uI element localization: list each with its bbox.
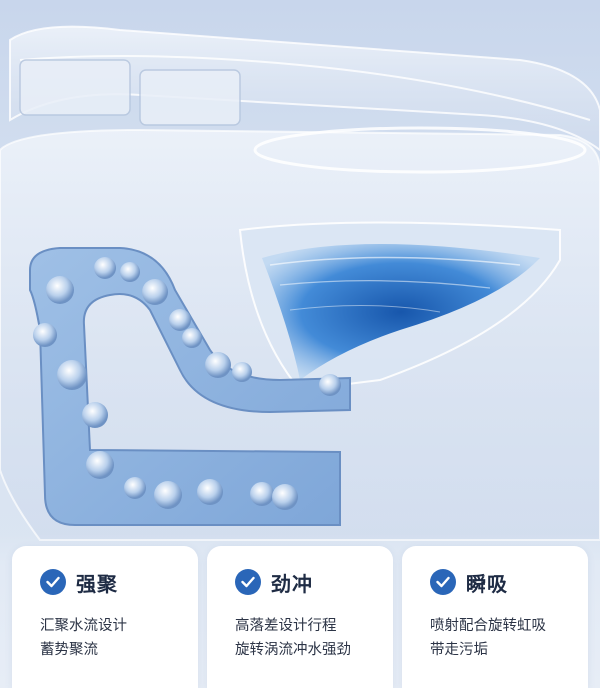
lid-edge-line: [19, 55, 591, 121]
feature-card-powerful-flush: 劲冲 高落差设计行程 旋转涡流冲水强劲: [207, 546, 393, 688]
feature-title: 劲冲: [271, 571, 313, 596]
feature-title: 瞬吸: [466, 571, 508, 596]
bubble: [94, 257, 116, 279]
feature-card-strong-gather: 强聚 汇聚水流设计 蓄势聚流: [12, 546, 198, 688]
feature-description: 高落差设计行程 旋转涡流冲水强劲: [235, 614, 385, 662]
bubble: [82, 402, 108, 428]
feature-desc-line: 带走污垢: [430, 642, 488, 658]
check-circle-icon: [40, 569, 66, 595]
bubble: [124, 477, 146, 499]
feature-card-header: 强聚: [40, 568, 118, 596]
feature-desc-line: 蓄势聚流: [40, 642, 98, 658]
bubble: [142, 279, 168, 305]
feature-desc-line: 高落差设计行程: [235, 618, 337, 634]
feature-desc-line: 喷射配合旋转虹吸: [430, 618, 546, 634]
check-circle-icon: [430, 569, 456, 595]
feature-description: 喷射配合旋转虹吸 带走污垢: [430, 614, 580, 662]
bubble: [154, 481, 182, 509]
toilet-transparent-graphic: [0, 25, 600, 541]
swirl-line-1: [269, 256, 521, 266]
feature-description: 汇聚水流设计 蓄势聚流: [40, 614, 190, 662]
control-module-right: [139, 69, 241, 126]
feature-title: 强聚: [76, 571, 118, 596]
bubble: [205, 352, 231, 378]
bubble: [250, 482, 274, 506]
feature-card-instant-suction: 瞬吸 喷射配合旋转虹吸 带走污垢: [402, 546, 588, 688]
feature-card-header: 劲冲: [235, 568, 313, 596]
bubble: [46, 276, 74, 304]
toilet-cutaway-illustration: [0, 0, 600, 560]
check-circle-icon: [235, 569, 261, 595]
water-swirl-vortex: [262, 244, 540, 380]
bubble: [319, 374, 341, 396]
bubble: [169, 309, 191, 331]
feature-desc-line: 旋转涡流冲水强劲: [235, 642, 351, 658]
bubble: [197, 479, 223, 505]
bubble: [86, 451, 114, 479]
bubble: [33, 323, 57, 347]
bubble: [120, 262, 140, 282]
swirl-line-3: [289, 304, 441, 313]
feature-desc-line: 汇聚水流设计: [40, 618, 127, 634]
feature-card-header: 瞬吸: [430, 568, 508, 596]
bowl-rim: [253, 126, 587, 174]
bubble: [57, 360, 87, 390]
control-module-left: [19, 59, 131, 116]
bubble: [182, 328, 202, 348]
bubble: [272, 484, 298, 510]
bubble: [232, 362, 252, 382]
swirl-line-2: [279, 280, 491, 289]
